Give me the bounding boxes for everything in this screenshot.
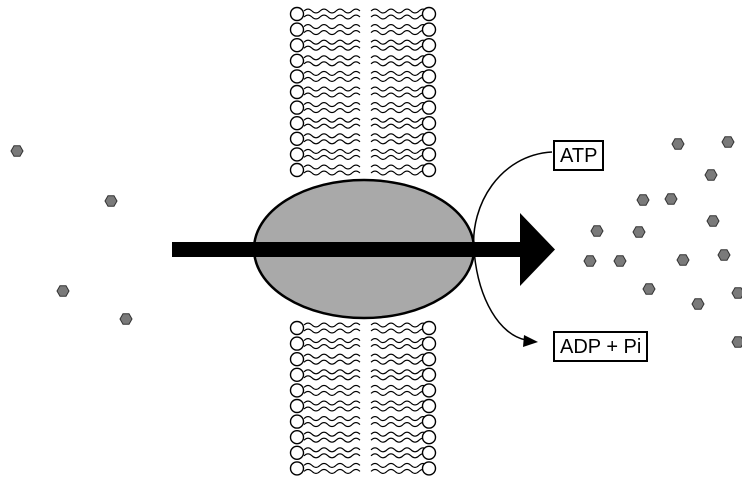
phospholipid-row xyxy=(289,84,437,100)
phospholipid-row xyxy=(289,38,437,53)
atp-label: ATP xyxy=(553,140,605,171)
phospholipid-row xyxy=(289,398,437,414)
phospholipid-row xyxy=(289,367,437,382)
phospholipid-row xyxy=(289,445,437,460)
phospholipid-row xyxy=(289,352,437,367)
membrane-upper xyxy=(289,6,437,178)
adp-pi-label: ADP + Pi xyxy=(553,331,649,362)
phospholipid-row xyxy=(289,115,437,131)
phospholipid-row xyxy=(289,383,437,398)
phospholipid-row xyxy=(289,69,437,84)
phospholipid-row xyxy=(289,336,437,351)
phospholipid-row xyxy=(289,53,437,69)
phospholipid-row xyxy=(289,100,437,115)
phospholipid-row xyxy=(289,320,437,336)
phospholipid-row xyxy=(289,147,437,162)
atp-hydrolysis-arrow xyxy=(472,151,553,347)
transport-arrow xyxy=(172,213,555,286)
phospholipid-row xyxy=(289,6,437,22)
phospholipid-row xyxy=(289,22,437,37)
molecules-left xyxy=(10,145,133,325)
phospholipid-row xyxy=(289,162,437,178)
phospholipid-row xyxy=(289,430,437,445)
phospholipid-row xyxy=(289,461,437,476)
phospholipid-row xyxy=(289,414,437,429)
membrane-lower xyxy=(289,320,437,476)
molecules-right xyxy=(583,136,742,348)
phospholipid-row xyxy=(289,131,437,147)
